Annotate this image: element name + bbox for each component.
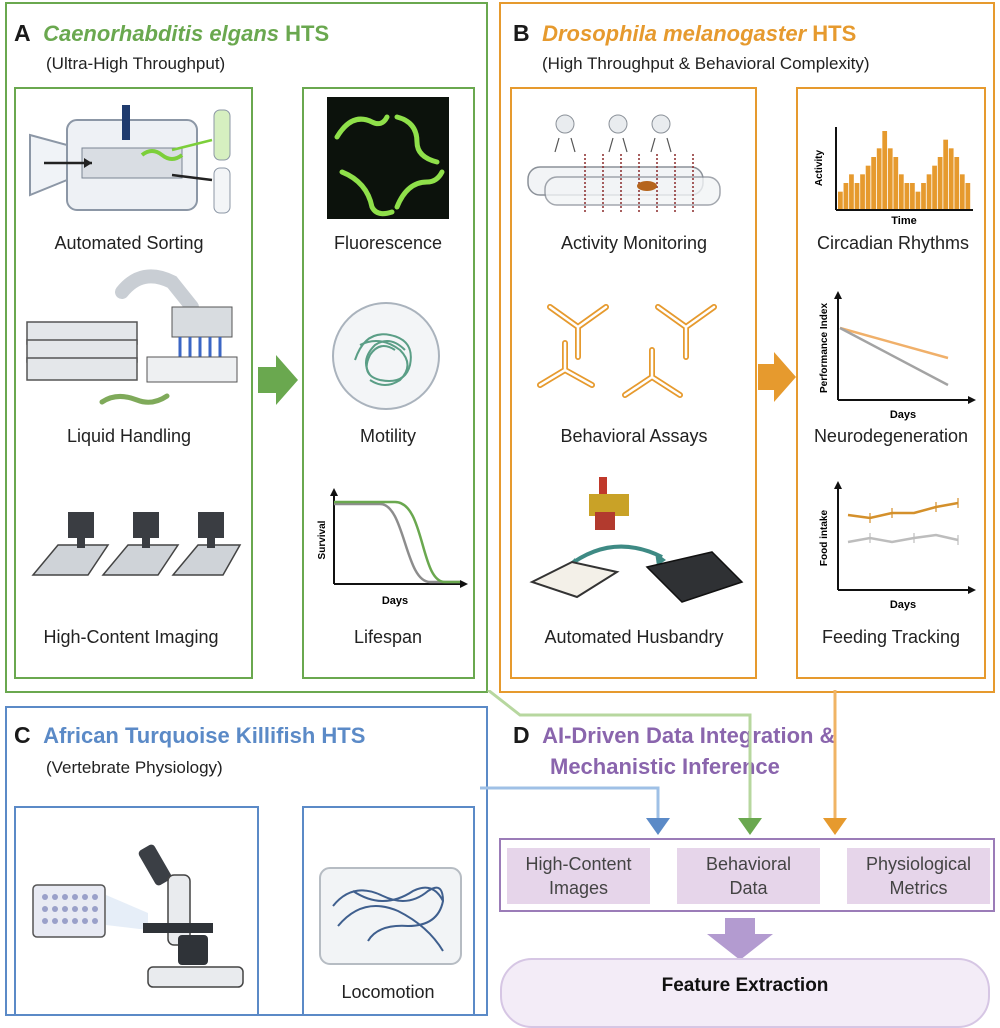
circadian-bar	[904, 183, 910, 209]
circadian-bar	[898, 174, 904, 209]
panel-b-item-feeding-tracking: Feeding Tracking	[821, 627, 961, 647]
behavioral-assays-illustration	[537, 304, 717, 398]
panel-b-title-suffix: HTS	[806, 21, 857, 46]
circadian-bar	[871, 157, 876, 209]
high-content-imaging-illustration	[31, 512, 242, 576]
circadian-bar	[843, 183, 849, 209]
panel-d-title-line2: Mechanistic Inference	[550, 754, 780, 779]
circadian-bar	[838, 191, 843, 209]
panel-a-arrow-icon	[258, 355, 298, 405]
chip-behavioral-data-line1: Behavioral	[705, 854, 792, 874]
panel-b-item-activity-monitoring: Activity Monitoring	[560, 233, 708, 253]
lifespan-chart: Survival Days	[317, 488, 468, 607]
panel-c-subtitle: (Vertebrate Physiology)	[46, 758, 223, 777]
panel-b	[499, 2, 995, 693]
chip-behavioral-data-line2: Data	[729, 878, 768, 898]
circadian-bar	[965, 183, 971, 209]
panel-a-item-lifespan: Lifespan	[353, 627, 423, 647]
chip-physiological-metrics-line1: Physiological	[865, 854, 972, 874]
panel-c-title: African Turquoise Killifish HTS	[43, 723, 366, 748]
panel-d-heading: D AI-Driven Data Integration &	[513, 722, 835, 749]
panel-a-item-liquid-handling: Liquid Handling	[66, 426, 192, 446]
circadian-bar	[932, 165, 937, 209]
panel-a-letter: A	[14, 20, 31, 46]
panel-b-item-behavioral-assays: Behavioral Assays	[560, 426, 708, 446]
panel-a-inputs-box	[14, 87, 253, 679]
automated-husbandry-illustration	[529, 477, 744, 603]
chip-high-content-images-line1: High-Content	[525, 854, 632, 874]
microscope-illustration	[32, 844, 244, 988]
panel-a-title-suffix: HTS	[279, 21, 330, 46]
circadian-bar	[915, 191, 921, 209]
feeding-y-label: Food intake	[819, 510, 830, 567]
circadian-bar	[954, 157, 960, 209]
panel-b-heading: B Drosophila melanogaster HTS	[513, 20, 856, 47]
panel-a-heading: A Caenorhabditis elgans HTS	[14, 20, 329, 47]
panel-a-item-automated-sorting: Automated Sorting	[54, 233, 204, 253]
lifespan-x-label: Days	[382, 595, 408, 607]
chip-physiological-metrics-line2: Metrics	[889, 878, 948, 898]
panel-b-inputs-box	[510, 87, 757, 679]
motility-illustration	[332, 302, 440, 410]
neuro-y-label: Performance Index	[819, 303, 830, 393]
panel-b-readouts-box	[796, 87, 986, 679]
circadian-bar	[937, 157, 943, 209]
circadian-x-label: Time	[891, 215, 916, 227]
connector-lines	[480, 690, 847, 835]
panel-c-item-locomotion: Locomotion	[341, 982, 435, 1002]
feeding-tracking-chart: Food intake Days	[819, 481, 976, 611]
neurodegeneration-chart: Performance Index Days	[819, 291, 976, 421]
circadian-bar	[887, 148, 893, 209]
panel-b-subtitle: (High Throughput & Behavioral Complexity…	[542, 54, 870, 73]
locomotion-illustration	[319, 867, 462, 965]
circadian-bar	[876, 148, 882, 209]
panel-b-item-automated-husbandry: Automated Husbandry	[544, 627, 724, 647]
panel-d-title-line1: AI-Driven Data Integration &	[542, 723, 836, 748]
panel-b-letter: B	[513, 20, 530, 46]
circadian-bar	[948, 148, 954, 209]
circadian-bar	[865, 165, 871, 209]
panel-b-title-species: Drosophila melanogaster	[542, 21, 807, 46]
circadian-bar	[893, 157, 899, 209]
circadian-rhythms-chart: Activity Time	[814, 127, 973, 227]
panel-c-heading: C African Turquoise Killifish HTS	[14, 722, 365, 749]
feature-extraction-label: Feature Extraction	[661, 975, 829, 996]
panel-a-item-fluorescence: Fluorescence	[333, 233, 443, 253]
feeding-x-label: Days	[890, 599, 916, 611]
circadian-bar	[921, 183, 926, 209]
circadian-bar	[943, 139, 949, 209]
panel-a-item-high-content-imaging: High-Content Imaging	[43, 627, 219, 647]
panel-a-readouts-box	[302, 87, 475, 679]
circadian-bar	[854, 183, 860, 209]
liquid-handling-illustration	[26, 269, 238, 405]
circadian-bar	[882, 131, 888, 209]
circadian-bar	[910, 183, 915, 209]
circadian-bar	[860, 174, 865, 209]
circadian-bar	[959, 174, 965, 209]
neuro-x-label: Days	[890, 409, 916, 421]
panel-d-down-arrow-icon	[707, 918, 773, 960]
circadian-bar	[926, 174, 932, 209]
panel-a-subtitle: (Ultra-High Throughput)	[46, 54, 226, 73]
circadian-bar	[849, 174, 854, 209]
panel-d-letter: D	[513, 722, 530, 748]
automated-sorting-illustration	[29, 105, 231, 214]
circadian-y-label: Activity	[814, 150, 825, 187]
lifespan-y-label: Survival	[317, 520, 328, 559]
panel-b-item-neurodegeneration: Neurodegeneration	[813, 426, 969, 446]
activity-monitoring-illustration	[527, 114, 721, 212]
panel-b-item-circadian-rhythms: Circadian Rhythms	[816, 233, 970, 253]
panel-b-arrow-icon	[758, 352, 796, 402]
panel-c-letter: C	[14, 722, 31, 748]
fluorescence-image	[327, 97, 449, 219]
chip-high-content-images-line2: Images	[548, 878, 609, 898]
panel-a	[5, 2, 488, 693]
panel-a-item-motility: Motility	[359, 426, 417, 446]
panel-a-title-species: Caenorhabditis elgans	[43, 21, 280, 46]
data-sources-box	[499, 838, 995, 912]
